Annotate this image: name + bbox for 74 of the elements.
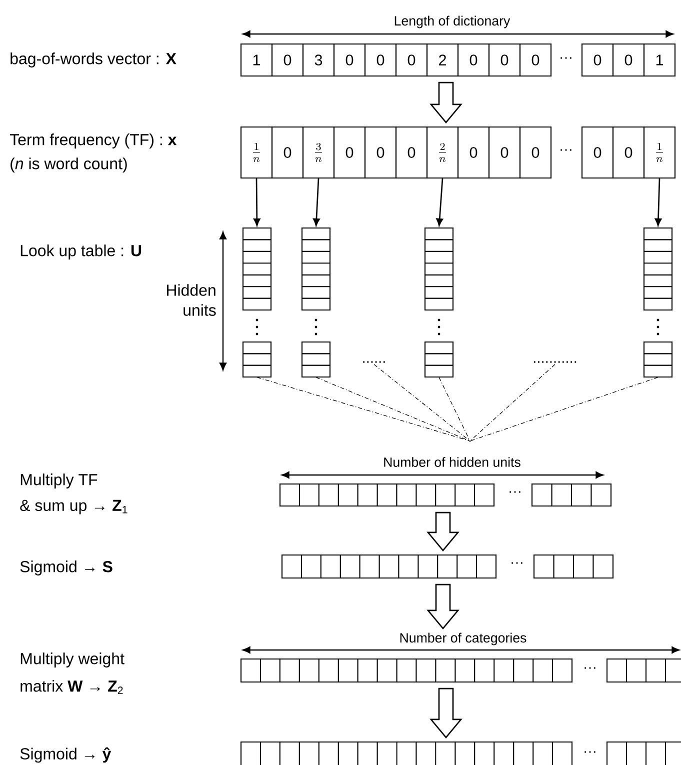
ellipsis: … (510, 491, 520, 493)
vector-cell: 0 (271, 43, 304, 77)
vector-cell: 3 (302, 43, 335, 77)
vector-cell: 0 (271, 126, 304, 179)
vector-cell: 0 (395, 43, 428, 77)
vector-row (240, 658, 573, 683)
vector-row (606, 741, 681, 765)
block-arrow (426, 512, 460, 552)
dash-dot-line (470, 364, 556, 441)
vector-cell: $\frac{2}{n}$ (426, 126, 459, 179)
dimension-label: Number of hidden units (384, 457, 520, 467)
hidden-unit-column (301, 227, 331, 378)
row-caption: matrix W → Z$_{2}$ (20, 680, 123, 694)
vector-cell: 0 (457, 43, 490, 77)
ellipsis: … (560, 57, 572, 59)
vector-cell: 0 (612, 126, 645, 179)
vector-cell: 2 (426, 43, 459, 77)
dash-dot-line (256, 376, 470, 442)
row-caption: Sigmoid → ŷ (20, 747, 112, 763)
vector-cell: 0 (488, 126, 521, 179)
vector-cell: 1 (643, 43, 676, 77)
dash-dot-line (316, 376, 470, 441)
hidden-unit-column (424, 227, 454, 378)
row-caption: Sigmoid → S (20, 560, 112, 576)
vector-cell: $\frac{1}{n}$ (240, 126, 273, 179)
dash-dot-line (438, 376, 470, 440)
vector-cell: $\frac{3}{n}$ (302, 126, 335, 179)
vector-cell: 0 (333, 43, 366, 77)
vector-cell: 0 (395, 126, 428, 179)
arrow (313, 178, 320, 226)
block-arrow (430, 688, 462, 739)
block-arrow (426, 584, 460, 630)
row-caption: Multiply weight (20, 652, 124, 668)
ellipsis: … (560, 149, 572, 151)
vector-cell: 0 (364, 126, 397, 179)
dimension-label: Hidden units (167, 284, 216, 316)
vector-row (279, 483, 495, 507)
row-caption: bag-of-words vector : X (10, 52, 176, 68)
ellipsis: … (512, 562, 522, 564)
vector-cell: 0 (581, 126, 614, 179)
vector-cell: 0 (581, 43, 614, 77)
vector-row (531, 483, 612, 507)
vector-cell: 0 (612, 43, 645, 77)
vector-row (281, 554, 497, 579)
vector-cell: 0 (457, 126, 490, 179)
ellipsis: … (584, 751, 596, 753)
hidden-unit-column (643, 227, 673, 378)
vector-cell: 1 (240, 43, 273, 77)
vector-cell: $\frac{1}{n}$ (643, 126, 676, 179)
row-caption: (n is word count) (10, 158, 127, 172)
vector-cell: 0 (519, 43, 552, 77)
ellipsis-dots: ........... (534, 361, 576, 363)
dash-dot-line (470, 376, 658, 441)
arrow (436, 178, 444, 226)
dimension-label: Length of dictionary (394, 16, 510, 28)
ellipsis-dots: ...... (363, 361, 385, 363)
row-caption: & sum up → Z$_{1}$ (20, 500, 128, 514)
row-caption: Multiply TF (20, 474, 98, 488)
block-arrow (430, 82, 462, 124)
ellipsis: … (584, 667, 596, 669)
vector-cell: 0 (488, 43, 521, 77)
hidden-unit-column (242, 227, 272, 378)
row-caption: Term frequency (TF) : x (10, 134, 177, 148)
vector-cell: 0 (364, 43, 397, 77)
vector-cell: 0 (333, 126, 366, 179)
dimension-label: Number of categories (400, 632, 526, 646)
vector-cell: 0 (519, 126, 552, 179)
vector-row (606, 658, 681, 683)
dash-dot-line (374, 364, 470, 441)
vector-row (533, 554, 614, 579)
row-caption: Look up table : U (20, 244, 142, 260)
vector-row (240, 741, 573, 765)
arrow (254, 178, 260, 226)
arrow (654, 178, 662, 226)
